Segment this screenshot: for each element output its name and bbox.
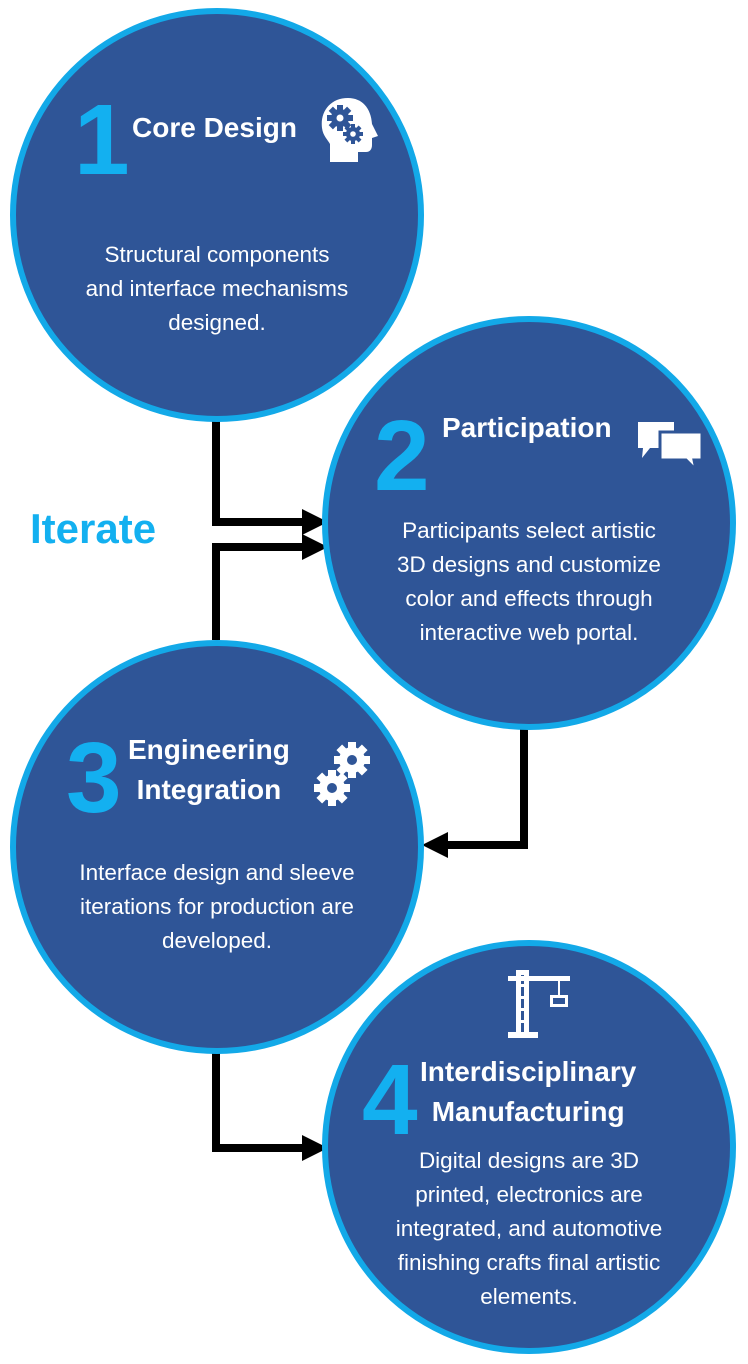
description-line: 3D designs and customize [397, 552, 661, 577]
description-line: Digital designs are 3D [418, 1148, 640, 1173]
step-1-description: Structural components and interface mech… [36, 238, 398, 340]
arrowhead-3-to-2 [302, 534, 328, 560]
title-line: Engineering [128, 734, 290, 765]
step-4-circle: 4 Interdisciplinary Manufacturing Digita… [322, 940, 736, 1354]
head-gears-icon [321, 98, 378, 162]
description-line: finishing crafts final artistic [397, 1250, 661, 1275]
arrow-1-to-2 [212, 420, 305, 526]
step-4-number: 4 [362, 1044, 418, 1156]
title-line: Interdisciplinary [420, 1056, 637, 1087]
step-2-circle: 2 Participation Participants select arti… [322, 316, 736, 730]
speech-bubbles-icon [638, 422, 704, 472]
step-3-description: Interface design and sleeve iterations f… [36, 856, 398, 958]
arrowhead-1-to-2 [302, 509, 328, 535]
iterate-label: Iterate [30, 505, 157, 552]
step-1-number: 1 [74, 84, 130, 196]
step-3-circle: 3 Engineering Integration Interface desi… [10, 640, 424, 1054]
step-3-title: Engineering Integration [128, 730, 290, 810]
gears-icon [314, 742, 370, 806]
step-1-circle: 1 Core Design Structural components and … [10, 8, 424, 422]
description-line: iterations for production are [80, 894, 354, 919]
step-2-title: Participation [442, 412, 612, 443]
title-line: Integration [136, 774, 282, 805]
step-2-description: Participants select artistic 3D designs … [348, 514, 710, 650]
description-line: Participants select artistic [402, 518, 656, 543]
description-line: integrated, and automotive [395, 1216, 663, 1241]
title-line: Manufacturing [431, 1096, 625, 1127]
arrow-3-to-2-iterate [212, 543, 305, 640]
step-4-description: Digital designs are 3D printed, electron… [348, 1144, 710, 1314]
description-line: interactive web portal. [419, 620, 639, 645]
step-1-title: Core Design [132, 112, 297, 143]
description-line: color and effects through [405, 586, 653, 611]
description-line: and interface mechanisms [85, 276, 349, 301]
arrow-2-to-3 [445, 720, 528, 849]
arrowhead-3-to-4 [302, 1135, 328, 1161]
description-line: developed. [161, 928, 273, 953]
description-line: elements. [480, 1284, 578, 1309]
arrowhead-2-to-3 [422, 832, 448, 858]
description-line: designed. [168, 310, 266, 335]
description-line: printed, electronics are [415, 1182, 643, 1207]
crane-icon [508, 970, 570, 1038]
arrow-3-to-4 [212, 1045, 305, 1152]
description-line: Structural components [104, 242, 330, 267]
step-3-number: 3 [66, 722, 122, 834]
step-2-number: 2 [374, 400, 430, 512]
step-4-title: Interdisciplinary Manufacturing [420, 1052, 636, 1132]
description-line: Interface design and sleeve [79, 860, 355, 885]
